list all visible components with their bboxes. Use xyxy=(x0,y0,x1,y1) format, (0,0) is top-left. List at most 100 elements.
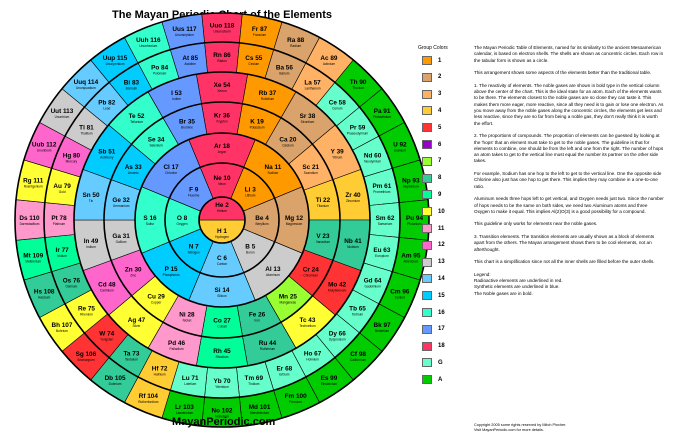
element-name: Cobalt xyxy=(217,325,226,329)
legend-group-12: 12 xyxy=(422,240,445,250)
element-symbol: Md 101 xyxy=(249,404,271,411)
element-name: Platinum xyxy=(53,222,66,226)
element-symbol: Cs 55 xyxy=(245,55,262,62)
element-name: Ruthenium xyxy=(260,347,276,351)
element-name: Silicon xyxy=(217,294,227,298)
element-name: Argon xyxy=(218,150,227,154)
element-name: Yttrium xyxy=(332,156,342,160)
element-symbol: Pb 82 xyxy=(98,100,115,107)
element-symbol: Gd 64 xyxy=(364,277,382,284)
legend-group-label: 18 xyxy=(438,343,445,350)
article-paragraph: The Mayan Periodic Table of Elements, na… xyxy=(474,45,664,63)
element-symbol: Am 95 xyxy=(401,253,421,260)
element-symbol: Hs 108 xyxy=(34,289,55,296)
element-symbol: Xe 54 xyxy=(214,82,231,89)
element-name: Praseodymium xyxy=(347,131,369,135)
legend-group-9: 9 xyxy=(422,190,441,200)
element-symbol: Lr 103 xyxy=(175,404,194,411)
element-symbol: Yb 70 xyxy=(213,378,230,385)
element-symbol: Cr 24 xyxy=(303,266,319,273)
element-symbol: P 15 xyxy=(165,266,178,273)
element-symbol: Ti 22 xyxy=(316,197,331,204)
element-symbol: W 74 xyxy=(99,330,114,337)
element-symbol: Lu 71 xyxy=(182,375,199,382)
element-symbol: Uuq 114 xyxy=(74,79,99,86)
element-symbol: Uub 112 xyxy=(32,141,57,148)
element-name: Gadolinium xyxy=(365,284,381,288)
legend-note-line: The Noble gases are in bold. xyxy=(474,290,533,296)
element-name: Hassium xyxy=(38,296,51,300)
element-symbol: La 57 xyxy=(304,79,321,86)
element-name: Darmstadtium xyxy=(20,222,40,226)
element-name: Rubidium xyxy=(261,97,275,101)
element-symbol: Mn 25 xyxy=(279,294,298,301)
element-symbol: As 33 xyxy=(125,164,142,171)
element-name: Chlorine xyxy=(165,171,177,175)
element-symbol: Re 75 xyxy=(78,306,95,313)
element-name: Fluorine xyxy=(188,194,200,198)
shell-ring-border xyxy=(73,71,371,369)
element-name: Ununpentium xyxy=(106,62,125,66)
element-name: Actinium xyxy=(323,62,336,66)
element-name: Calcium xyxy=(282,143,294,147)
element-name: Tantalum xyxy=(125,358,138,362)
element-name: Technetium xyxy=(299,324,316,328)
element-symbol: Bk 97 xyxy=(374,322,391,329)
element-name: Cerium xyxy=(332,107,343,111)
element-symbol: Hf 72 xyxy=(152,366,168,373)
element-symbol: No 102 xyxy=(212,408,233,415)
legend-group-label: 11 xyxy=(438,225,445,232)
color-swatch xyxy=(422,358,432,368)
element-symbol: Os 76 xyxy=(63,277,81,284)
element-name: Uranium xyxy=(394,148,406,152)
legend-note-line: Synthetic elements are underlined in blu… xyxy=(474,284,560,290)
legend-group-label: 7 xyxy=(438,158,442,165)
element-symbol: Es 99 xyxy=(321,375,338,382)
element-symbol: Te 52 xyxy=(129,113,145,120)
element-name: Copper xyxy=(151,301,162,305)
element-name: Ununquadium xyxy=(76,86,96,90)
element-symbol: Dy 66 xyxy=(329,330,346,337)
element-name: Manganese xyxy=(280,301,297,305)
element-name: Bromine xyxy=(181,126,193,130)
legend-group-label: 10 xyxy=(438,208,445,215)
legend-group-label: 16 xyxy=(438,309,445,316)
element-name: Selenium xyxy=(149,143,163,147)
article-paragraph: 1. The reactivity of elements. The noble… xyxy=(474,82,664,126)
element-name: Hydrogen xyxy=(215,235,229,239)
copyright-line: Visit MayanPeriodic.com for more details… xyxy=(474,428,544,433)
legend-group-label: 14 xyxy=(438,275,445,282)
element-symbol: Fe 26 xyxy=(249,311,266,318)
color-swatch xyxy=(422,207,432,217)
element-symbol: Er 68 xyxy=(277,366,293,373)
element-name: Ununseptium xyxy=(175,33,194,37)
color-swatch xyxy=(422,341,432,351)
element-name: Neon xyxy=(218,182,226,186)
website-link[interactable]: MayanPeriodic.com xyxy=(172,416,276,428)
element-symbol: Cf 98 xyxy=(350,351,366,358)
element-symbol: Zr 40 xyxy=(345,192,361,199)
legend-group-label: 2 xyxy=(438,74,442,81)
element-symbol: Mo 42 xyxy=(328,282,347,289)
legend-group-6: 6 xyxy=(422,140,441,149)
element-symbol: Sg 106 xyxy=(76,351,97,358)
element-symbol: Uuh 116 xyxy=(136,37,161,44)
element-name: Antimony xyxy=(100,156,114,160)
element-name: Dubnium xyxy=(109,382,122,386)
element-symbol: Ag 47 xyxy=(128,317,146,324)
element-name: Berkelium xyxy=(375,329,390,333)
legend-group-13: 13 xyxy=(422,257,445,267)
element-name: Thulium xyxy=(248,382,260,386)
legend-group-label: 6 xyxy=(438,141,442,148)
element-symbol: Nd 60 xyxy=(364,153,382,160)
element-symbol: Cu 29 xyxy=(147,294,165,301)
element-name: Tungsten xyxy=(100,337,113,341)
element-symbol: I 53 xyxy=(171,90,182,97)
element-name: Lawrencium xyxy=(176,411,194,415)
element-name: Meitnerium xyxy=(25,260,41,264)
element-name: Thallium xyxy=(80,131,92,135)
element-name: Gold xyxy=(59,190,66,194)
element-name: Einsteinium xyxy=(321,382,338,386)
